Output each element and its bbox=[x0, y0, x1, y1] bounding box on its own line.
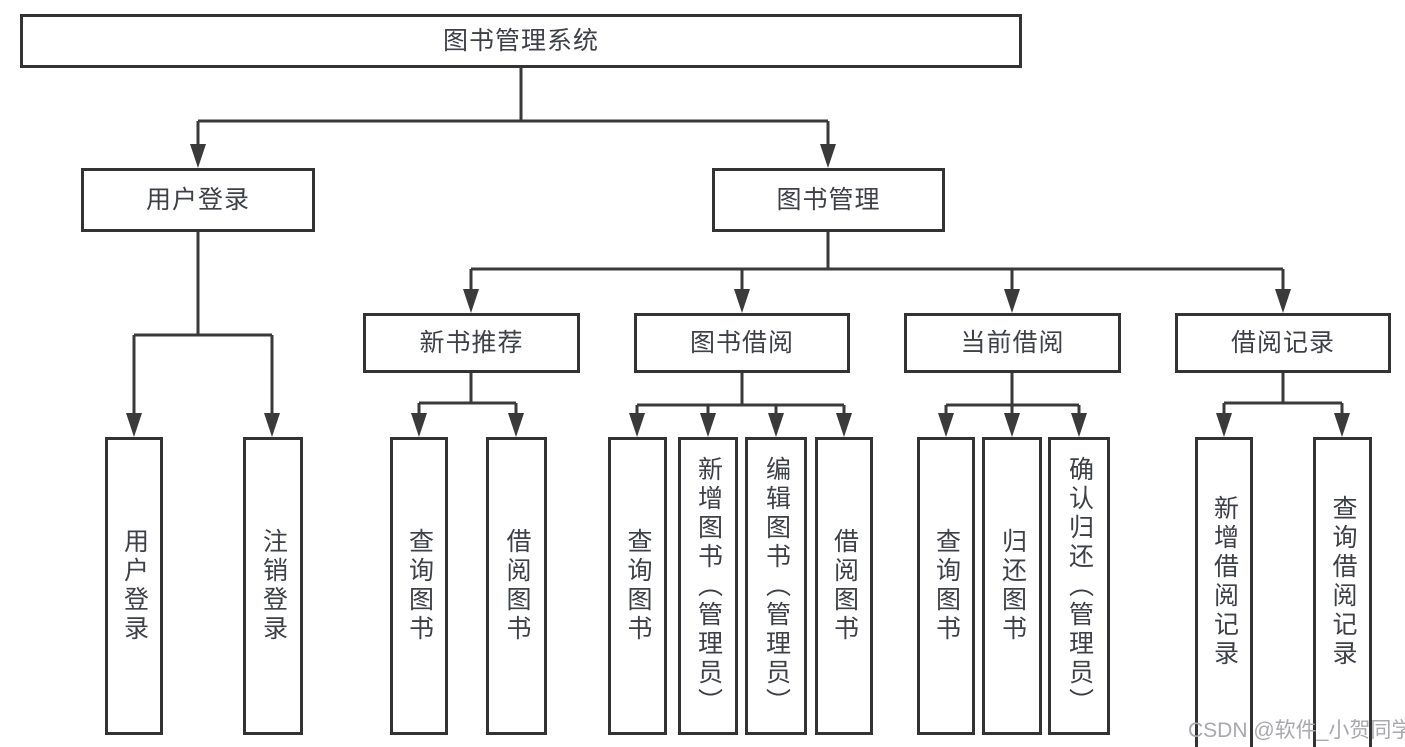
node-book-borrow: 图书借阅 bbox=[634, 313, 850, 373]
node-library-management-system: 图书管理系统 bbox=[20, 14, 1022, 68]
connector-root-to-level2 bbox=[196, 68, 830, 148]
leaf-add-book-admin: 新增图书（管理员） bbox=[678, 437, 738, 735]
connector-user-login-to-leaves bbox=[132, 232, 274, 417]
node-label: 借阅图书 bbox=[503, 528, 531, 644]
node-label: 注销登录 bbox=[259, 528, 288, 644]
arrowheads-level3 bbox=[463, 289, 1291, 313]
leaf-query-borrow-record: 查询借阅记录 bbox=[1313, 437, 1372, 747]
node-label: 编辑图书（管理员） bbox=[762, 455, 791, 717]
node-label: 新增借阅记录 bbox=[1210, 495, 1239, 669]
node-borrow-records: 借阅记录 bbox=[1175, 313, 1391, 373]
leaf-add-borrow-record: 新增借阅记录 bbox=[1195, 437, 1253, 747]
node-label: 查询图书 bbox=[405, 528, 434, 644]
node-current-borrow: 当前借阅 bbox=[904, 313, 1121, 373]
node-label: 确认归还（管理员） bbox=[1065, 455, 1094, 717]
connector-current-borrow-to-leaves bbox=[944, 372, 1081, 417]
node-label: 查询图书 bbox=[932, 528, 961, 644]
node-label: 用户登录 bbox=[145, 185, 250, 214]
leaf-return-book: 归还图书 bbox=[982, 437, 1042, 735]
node-user-login: 用户登录 bbox=[81, 168, 315, 232]
leaf-confirm-return-admin: 确认归还（管理员） bbox=[1048, 437, 1110, 735]
arrowheads-level2 bbox=[190, 144, 836, 168]
node-label: 查询图书 bbox=[624, 528, 652, 644]
node-label: 图书管理系统 bbox=[442, 26, 599, 55]
node-label: 归还图书 bbox=[998, 528, 1027, 644]
node-label: 借阅图书 bbox=[830, 528, 859, 644]
connector-book-management-to-level3 bbox=[469, 232, 1285, 293]
node-label: 图书管理 bbox=[776, 185, 881, 214]
node-book-management: 图书管理 bbox=[712, 168, 945, 232]
leaf-user-login: 用户登录 bbox=[105, 437, 163, 735]
leaf-edit-book-admin: 编辑图书（管理员） bbox=[745, 437, 807, 735]
node-label: 新书推荐 bbox=[419, 328, 524, 357]
leaf-borrow-books: 借阅图书 bbox=[815, 437, 873, 735]
node-label: 用户登录 bbox=[120, 528, 149, 644]
csdn-watermark: CSDN @软件_小贺同学 bbox=[1188, 719, 1405, 742]
leaf-logout: 注销登录 bbox=[243, 437, 303, 735]
connector-new-book-recommend-to-leaves bbox=[417, 372, 518, 417]
arrowheads-leaves bbox=[126, 413, 1350, 437]
node-label: 查询借阅记录 bbox=[1329, 495, 1357, 669]
node-new-book-recommend: 新书推荐 bbox=[363, 313, 580, 373]
leaf-borrow-books-recommend: 借阅图书 bbox=[486, 437, 547, 735]
node-label: 新增图书（管理员） bbox=[694, 455, 723, 717]
node-label: 当前借阅 bbox=[960, 328, 1065, 357]
leaf-query-books-recommend: 查询图书 bbox=[390, 437, 448, 735]
leaf-query-books-current: 查询图书 bbox=[917, 437, 975, 735]
connector-book-borrow-to-leaves bbox=[635, 372, 846, 417]
leaf-query-books-borrow: 查询图书 bbox=[608, 437, 667, 735]
node-label: 借阅记录 bbox=[1230, 328, 1335, 357]
node-label: 图书借阅 bbox=[689, 328, 794, 357]
connector-borrow-records-to-leaves bbox=[1222, 372, 1344, 417]
